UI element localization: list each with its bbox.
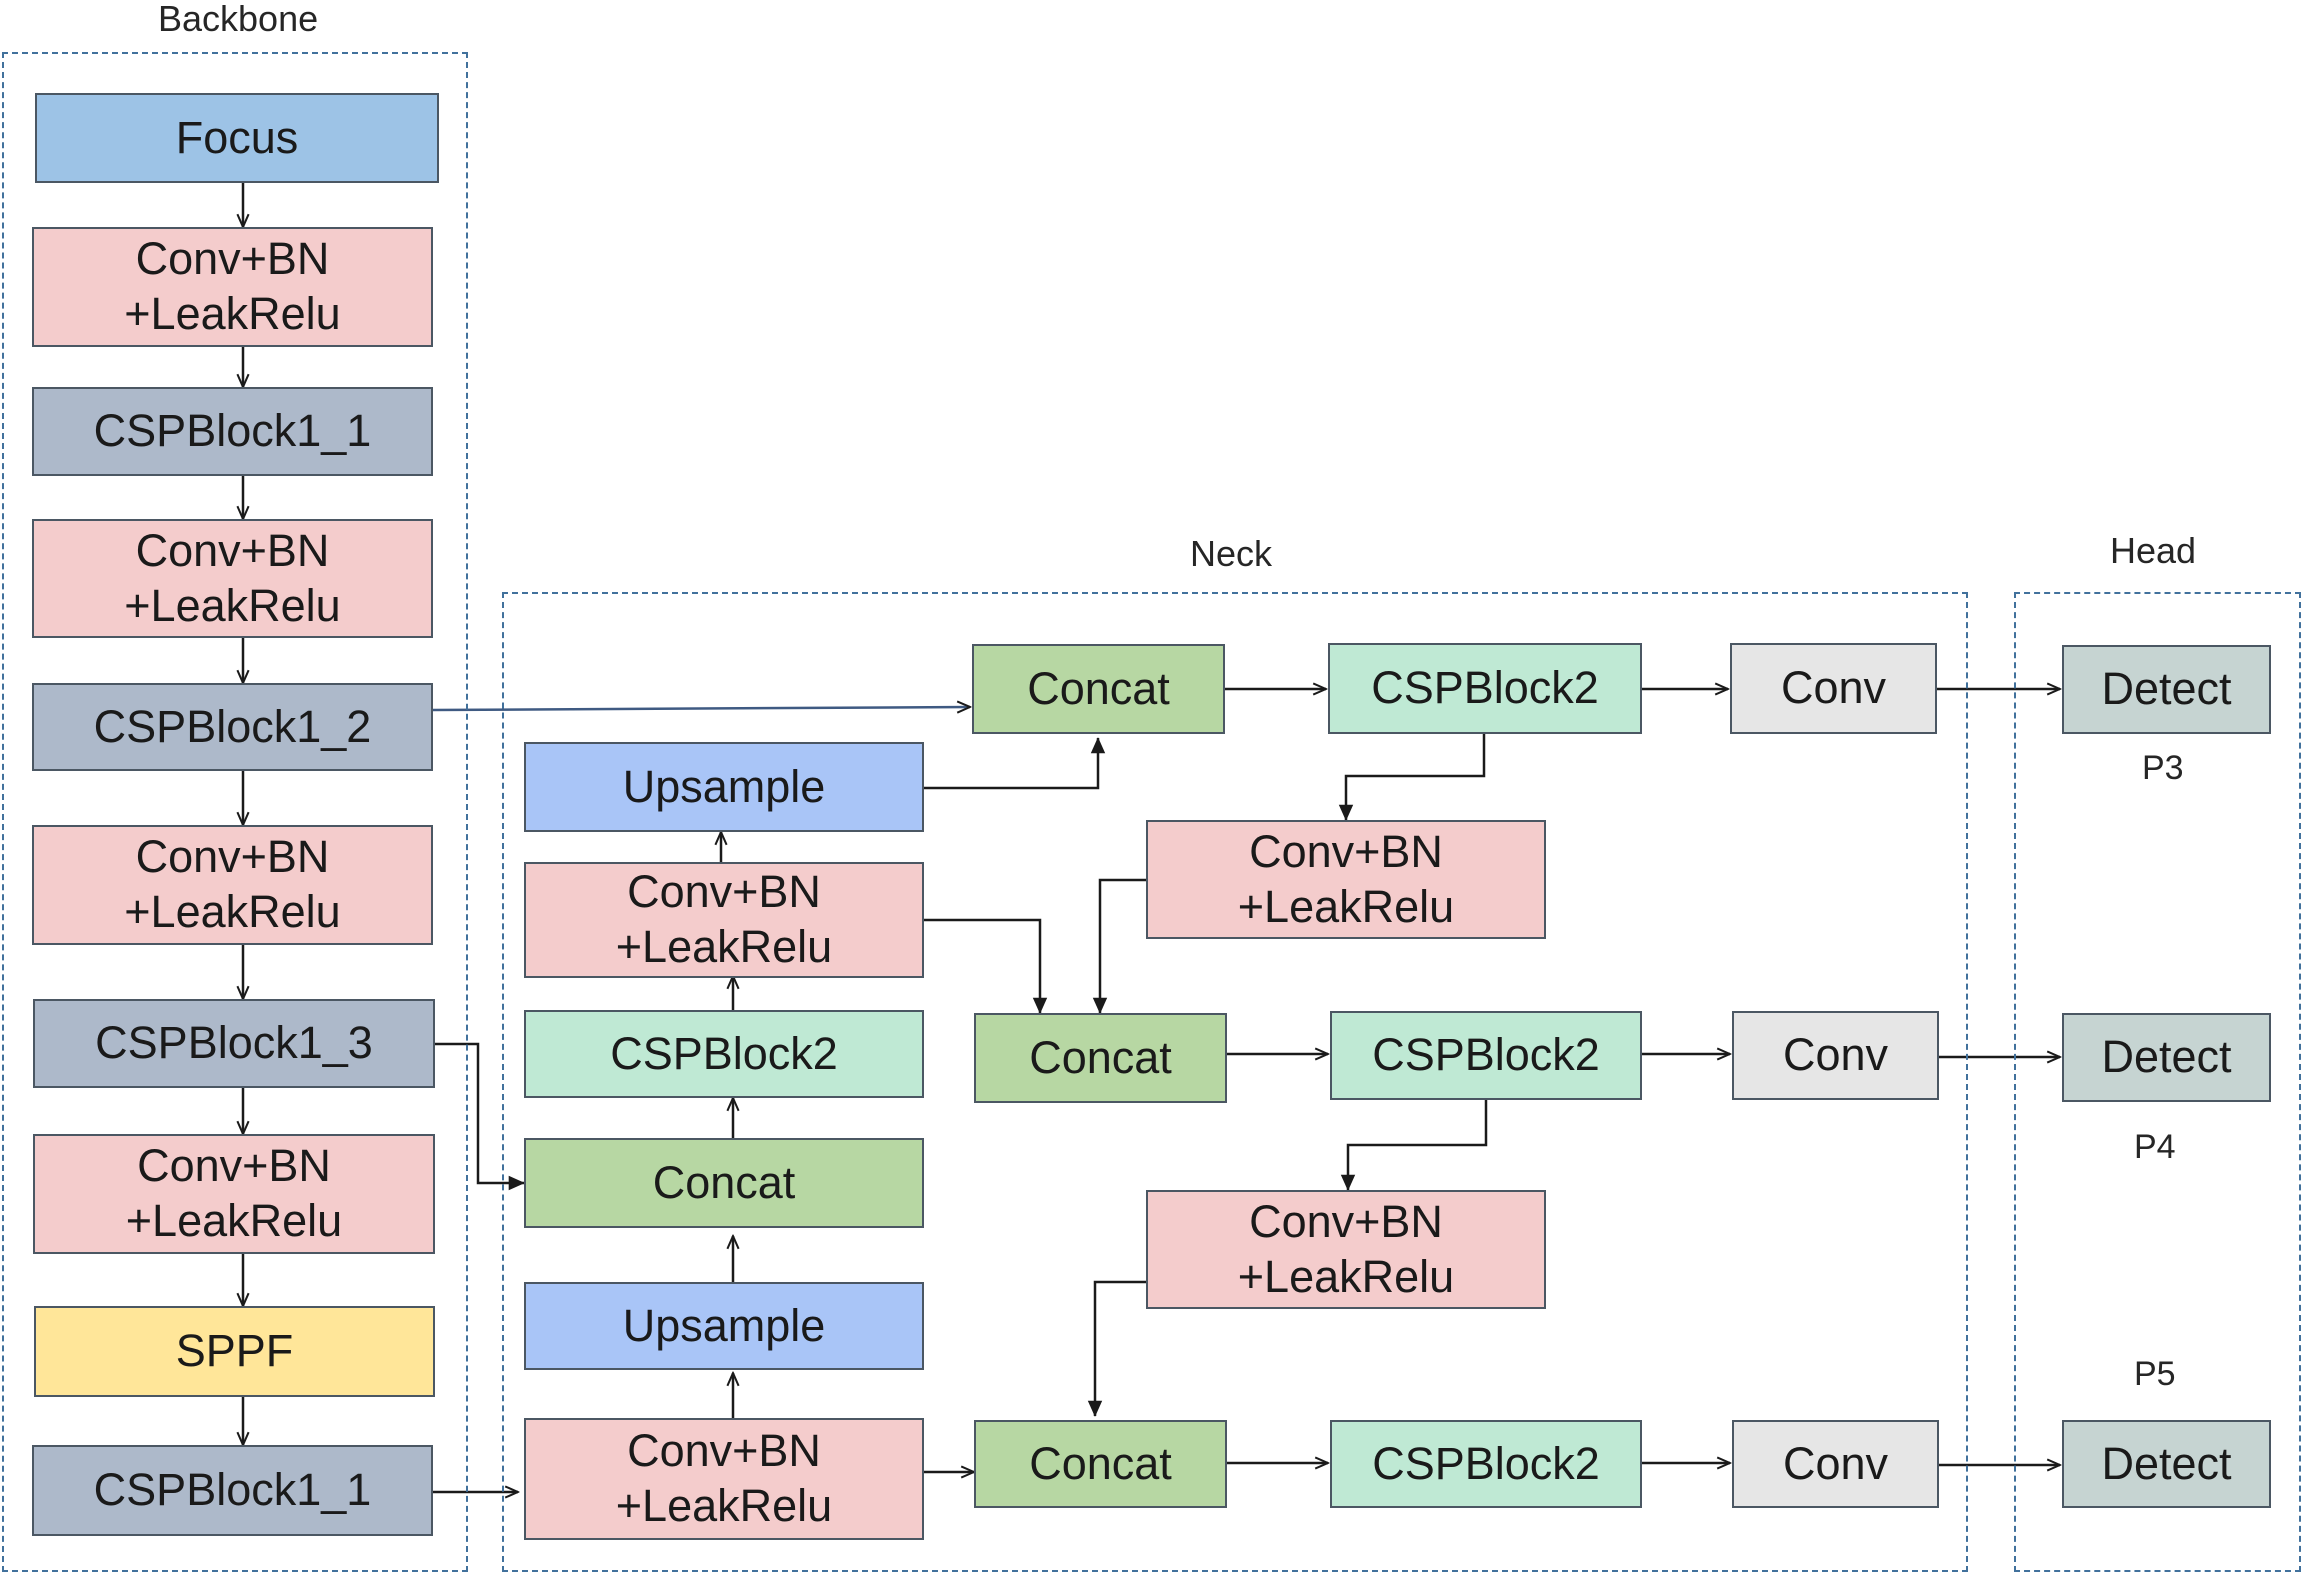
conv-bn-leakrelu-block-3: Conv+BN +LeakRelu bbox=[32, 825, 433, 945]
conv-bn-leakrelu-block-1: Conv+BN +LeakRelu bbox=[32, 227, 433, 347]
cspblock2-p4-label: CSPBlock2 bbox=[1372, 1029, 1600, 1081]
cspblock2-left-label: CSPBlock2 bbox=[610, 1027, 838, 1079]
cspblock1-1-label: CSPBlock1_1 bbox=[93, 405, 372, 457]
leakrelu-line: +LeakRelu bbox=[1237, 880, 1455, 932]
cspblock2-p4-block: CSPBlock2 bbox=[1330, 1011, 1642, 1100]
cspblock1-2-block: CSPBlock1_2 bbox=[32, 683, 433, 771]
conv-p5-block: Conv bbox=[1732, 1420, 1939, 1508]
cspblock1-1-output-block: CSPBlock1_1 bbox=[32, 1445, 433, 1536]
conv-p5-label: Conv bbox=[1782, 1437, 1889, 1489]
conv-bn-line: Conv+BN bbox=[137, 1140, 331, 1192]
neck-label: Neck bbox=[1190, 533, 1273, 574]
conv-bn-line: Conv+BN bbox=[627, 1425, 821, 1477]
leakrelu-line: +LeakRelu bbox=[125, 1195, 343, 1246]
neck-region bbox=[502, 592, 1968, 1572]
conv-p4-block: Conv bbox=[1732, 1011, 1939, 1100]
head-region bbox=[2014, 592, 2301, 1572]
cspblock1-2-label: CSPBlock1_2 bbox=[93, 700, 372, 752]
concat-p3-block: Concat bbox=[972, 644, 1225, 734]
leakrelu-line: +LeakRelu bbox=[124, 288, 341, 339]
upsample-bottom-block: Upsample bbox=[524, 1282, 924, 1370]
conv-bn-leakrelu-block-4: Conv+BN +LeakRelu bbox=[33, 1134, 435, 1254]
conv-bn-line: Conv+BN bbox=[1249, 825, 1443, 877]
upsample-top-label: Upsample bbox=[622, 760, 826, 812]
conv-p4-label: Conv bbox=[1782, 1029, 1889, 1081]
neck-concat-left: Concat bbox=[524, 1138, 924, 1228]
neck-conv-bn-leakrelu-a: Conv+BN +LeakRelu bbox=[524, 862, 924, 978]
concat-p3-label: Concat bbox=[1027, 662, 1170, 714]
cspblock2-p3-block: CSPBlock2 bbox=[1328, 643, 1642, 734]
leakrelu-line: +LeakRelu bbox=[124, 886, 341, 937]
sppf-block: SPPF bbox=[34, 1306, 435, 1397]
backbone-label: Backbone bbox=[158, 0, 319, 39]
detect-p5-label: Detect bbox=[2101, 1437, 2232, 1489]
cspblock2-p5-block: CSPBlock2 bbox=[1330, 1420, 1642, 1508]
cspblock1-3-label: CSPBlock1_3 bbox=[95, 1017, 373, 1069]
focus-label: Focus bbox=[175, 111, 299, 163]
upsample-bottom-label: Upsample bbox=[622, 1299, 826, 1351]
cspblock1-1-output-label: CSPBlock1_1 bbox=[93, 1464, 372, 1516]
concat-p5-label: Concat bbox=[1029, 1437, 1172, 1489]
conv-p3-label: Conv bbox=[1780, 662, 1887, 714]
detect-p4-block: Detect bbox=[2062, 1013, 2271, 1102]
p4-label: P4 bbox=[2134, 1128, 2176, 1166]
sppf-label: SPPF bbox=[175, 1325, 294, 1377]
upsample-top-block: Upsample bbox=[524, 742, 924, 832]
detect-p5-block: Detect bbox=[2062, 1420, 2271, 1508]
neck-cspblock2-left: CSPBlock2 bbox=[524, 1010, 924, 1098]
leakrelu-line: +LeakRelu bbox=[615, 1480, 833, 1531]
conv-bn-line: Conv+BN bbox=[135, 524, 330, 576]
conv-bn-leakrelu-block-2: Conv+BN +LeakRelu bbox=[32, 519, 433, 638]
head-label: Head bbox=[2110, 530, 2197, 571]
concat-p4-label: Concat bbox=[1029, 1031, 1172, 1083]
concat-p4-block: Concat bbox=[974, 1013, 1227, 1103]
detect-p3-block: Detect bbox=[2062, 645, 2271, 734]
neck-conv-bn-leakrelu-b: Conv+BN +LeakRelu bbox=[524, 1418, 924, 1540]
conv-bn-leakrelu-down-2: Conv+BN +LeakRelu bbox=[1146, 1190, 1546, 1309]
cspblock2-p3-label: CSPBlock2 bbox=[1371, 662, 1599, 714]
conv-bn-line: Conv+BN bbox=[135, 831, 330, 883]
cspblock2-p5-label: CSPBlock2 bbox=[1372, 1437, 1600, 1489]
p5-label: P5 bbox=[2134, 1355, 2176, 1393]
detect-p4-label: Detect bbox=[2101, 1031, 2232, 1083]
concat-left-label: Concat bbox=[652, 1156, 796, 1208]
cspblock1-1-block: CSPBlock1_1 bbox=[32, 387, 433, 476]
detect-p3-label: Detect bbox=[2101, 663, 2232, 715]
leakrelu-line: +LeakRelu bbox=[124, 579, 341, 631]
leakrelu-line: +LeakRelu bbox=[1237, 1250, 1455, 1302]
conv-bn-leakrelu-down-1: Conv+BN +LeakRelu bbox=[1146, 820, 1546, 939]
conv-bn-line: Conv+BN bbox=[1249, 1195, 1443, 1247]
leakrelu-line: +LeakRelu bbox=[615, 921, 833, 972]
focus-block: Focus bbox=[35, 93, 439, 183]
conv-bn-line: Conv+BN bbox=[135, 233, 330, 285]
concat-p5-block: Concat bbox=[974, 1420, 1227, 1508]
conv-p3-block: Conv bbox=[1730, 643, 1937, 734]
backbone-region bbox=[2, 52, 468, 1572]
conv-bn-line: Conv+BN bbox=[627, 866, 821, 918]
p3-label: P3 bbox=[2142, 749, 2184, 787]
cspblock1-3-block: CSPBlock1_3 bbox=[33, 999, 435, 1088]
